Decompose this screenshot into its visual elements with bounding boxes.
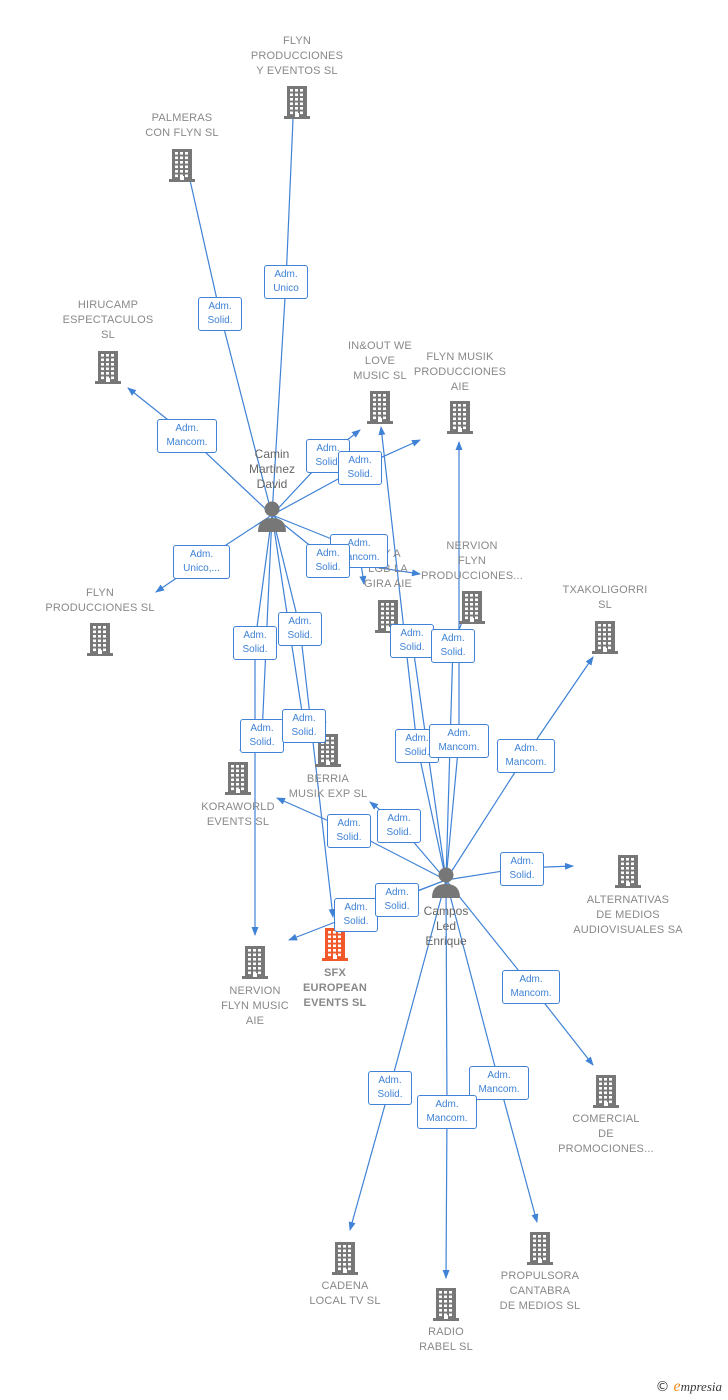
relation-label[interactable]: Adm. Solid.: [334, 898, 378, 932]
relation-label[interactable]: Adm. Solid.: [327, 814, 371, 848]
relation-label[interactable]: Adm. Solid.: [338, 451, 382, 485]
relation-label[interactable]: Adm. Mancom.: [502, 970, 560, 1004]
company-name: KORAWORLD EVENTS SL: [201, 801, 275, 828]
relation-label[interactable]: Adm. Solid.: [368, 1071, 412, 1105]
copyright-symbol: ©: [655, 1379, 670, 1395]
relation-label[interactable]: Adm. Solid.: [240, 719, 284, 753]
company-name: CADENA LOCAL TV SL: [309, 1280, 381, 1307]
relation-label[interactable]: Adm. Mancom.: [497, 739, 555, 773]
building-icon: [447, 401, 473, 434]
company-name: BERRIA MUSIK EXP SL: [288, 773, 368, 800]
relation-label[interactable]: Adm. Solid.: [198, 297, 242, 331]
building-icon: [527, 1232, 553, 1265]
company-name: PROPULSORA CANTABRA DE MEDIOS SL: [499, 1270, 581, 1312]
company-name: COMERCIAL DE PROMOCIONES...: [558, 1113, 654, 1155]
building-icon: [284, 86, 310, 119]
company-name: TXAKOLIGORRI SL: [562, 584, 648, 611]
relation-label[interactable]: Adm. Solid.: [500, 852, 544, 886]
relation-label[interactable]: Adm. Unico: [264, 265, 308, 299]
footer-brand: ©empresia: [655, 1378, 722, 1396]
building-icon: [593, 1075, 619, 1108]
building-icon: [332, 1242, 358, 1275]
building-icon: [615, 855, 641, 888]
building-icon: [169, 149, 195, 182]
relation-label[interactable]: Adm. Solid.: [233, 626, 277, 660]
relation-label[interactable]: Adm. Unico,...: [173, 545, 230, 579]
relation-label[interactable]: Adm. Solid.: [306, 544, 350, 578]
company-name: NERVION FLYN PRODUCCIONES...: [420, 540, 523, 582]
relation-label[interactable]: Adm. Mancom.: [157, 419, 217, 453]
person-icon: [432, 867, 460, 898]
building-icon: [95, 351, 121, 384]
company-name: HIRUCAMP ESPECTACULOS SL: [62, 299, 154, 341]
person-icon: [258, 501, 286, 532]
building-icon: [592, 621, 618, 654]
building-icon: [459, 591, 485, 624]
company-name: NERVION FLYN MUSIC AIE: [221, 985, 289, 1027]
company-name: FLYN MUSIK PRODUCCIONES AIE: [413, 351, 507, 393]
company-name: FLYN PRODUCCIONES SL: [45, 587, 155, 614]
person-name: Campos Led Enrique: [423, 904, 469, 948]
building-icon: [375, 600, 401, 633]
company-name: IN&OUT WE LOVE MUSIC SL: [348, 340, 412, 382]
building-icon: [242, 946, 268, 979]
company-name: SFX EUROPEAN EVENTS SL: [303, 967, 367, 1009]
relation-label[interactable]: Adm. Solid.: [431, 629, 475, 663]
relation-label[interactable]: Adm. Mancom.: [469, 1066, 529, 1100]
relation-label[interactable]: Adm. Mancom.: [429, 724, 489, 758]
relation-label[interactable]: Adm. Solid.: [282, 709, 326, 743]
company-name: RADIO RABEL SL: [419, 1326, 473, 1353]
person-name: Camin Martinez David: [248, 447, 295, 491]
building-icon: [322, 928, 348, 961]
company-name: ALTERNATIVAS DE MEDIOS AUDIOVISUALES SA: [573, 894, 683, 936]
building-icon: [87, 623, 113, 656]
relation-label[interactable]: Adm. Mancom.: [417, 1095, 477, 1129]
building-icon: [367, 391, 393, 424]
building-icon: [433, 1288, 459, 1321]
relation-label[interactable]: Adm. Solid.: [278, 612, 322, 646]
relation-label[interactable]: Adm. Solid.: [375, 883, 419, 917]
relation-label[interactable]: Adm. Solid.: [377, 809, 421, 843]
company-name: FLYN PRODUCCIONES Y EVENTOS SL: [250, 35, 344, 77]
brand-logo-letter: e: [673, 1378, 681, 1395]
relation-label[interactable]: Adm. Solid.: [390, 624, 434, 658]
company-name: PALMERAS CON FLYN SL: [145, 112, 219, 139]
brand-logo-text: mpresia: [680, 1379, 722, 1394]
building-icon: [225, 762, 251, 795]
